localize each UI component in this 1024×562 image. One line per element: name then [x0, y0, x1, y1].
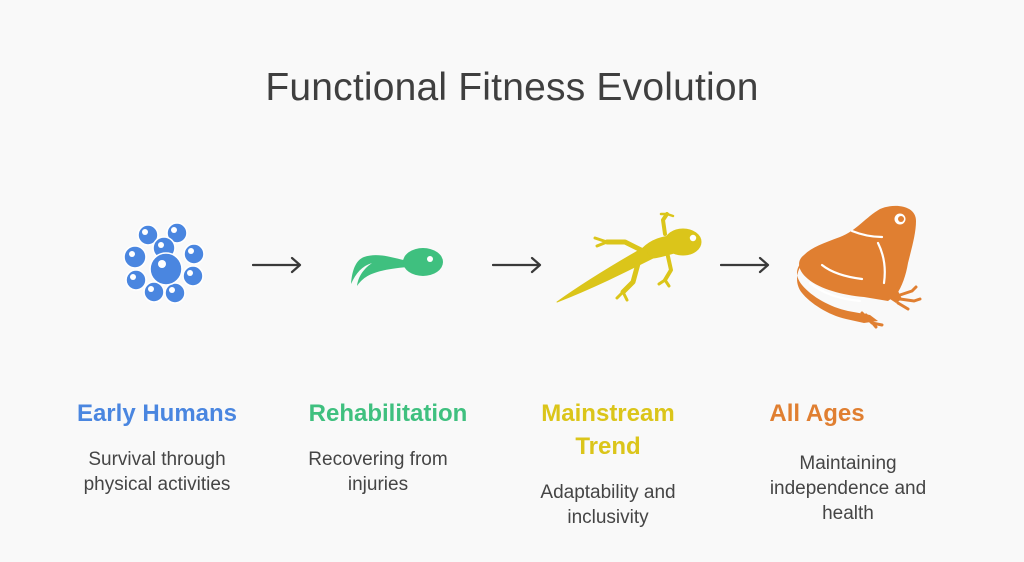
arrow-icon	[720, 256, 770, 274]
stage-title-rehabilitation: Rehabilitation	[308, 400, 468, 427]
frog-eggs-icon	[123, 222, 205, 304]
stage-title-early-humans: Early Humans	[76, 400, 238, 427]
tadpole-icon	[351, 248, 443, 286]
stage-title-mainstream-trend: Mainstream Trend	[541, 400, 675, 460]
stage-description-early-humans: Survival through physical activities	[83, 449, 231, 495]
stage-description-all-ages: Maintaining independence and health	[769, 453, 927, 524]
froglet-icon	[556, 212, 702, 303]
arrow-icon	[492, 256, 542, 274]
stage-title-all-ages: All Ages	[769, 400, 865, 427]
stage-description-rehabilitation: Recovering from injuries	[308, 449, 448, 495]
arrow-icon	[252, 256, 302, 274]
stage-description-mainstream-trend: Adaptability and inclusivity	[540, 482, 676, 528]
frog-icon	[797, 205, 922, 329]
diagram-title: Functional Fitness Evolution	[265, 66, 759, 109]
